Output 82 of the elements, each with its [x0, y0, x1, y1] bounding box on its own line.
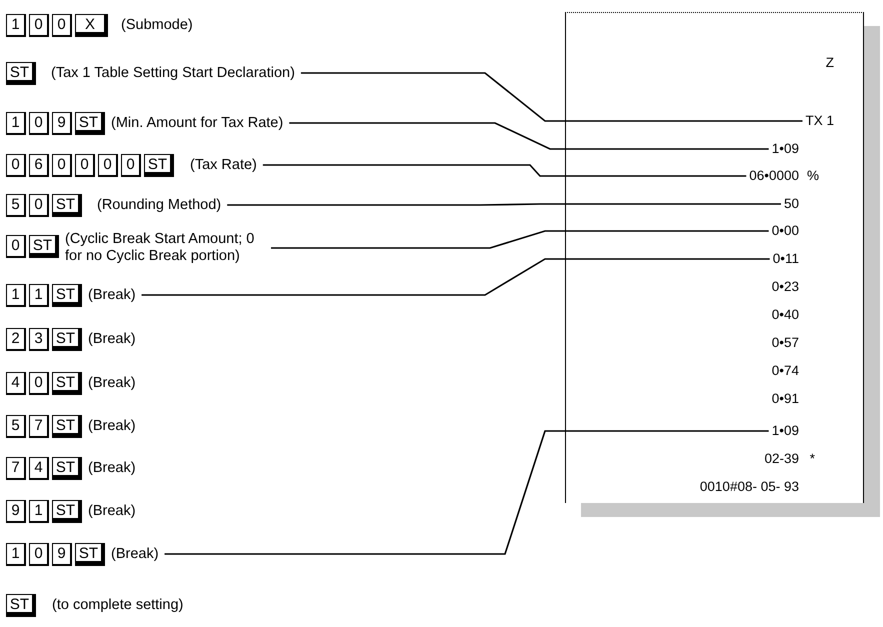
key-cap: 0 [6, 154, 26, 177]
receipt-text: 0010#08- 05- 93 [700, 479, 799, 495]
receipt-value: 0•00 [772, 223, 799, 239]
leader-line [227, 203, 781, 206]
key-cap: 0 [52, 14, 72, 37]
step-description: (Break) [88, 502, 136, 520]
key-cap: 5 [6, 194, 26, 217]
key-cap: ST [52, 500, 82, 523]
key-cap: ST [6, 594, 36, 617]
step-description: (Cyclic Break Start Amount; 0 for no Cyclic Break portion) [65, 231, 265, 265]
key-cap: 0 [98, 154, 118, 177]
key-cap: 7 [6, 457, 26, 480]
key-cap: 0 [29, 194, 49, 217]
receipt-text: % [806, 168, 819, 184]
step-description: (Break) [88, 417, 136, 435]
step-description: (Rounding Method) [97, 196, 222, 214]
key-cap: ST [6, 62, 36, 85]
key-cap: 4 [29, 457, 49, 480]
key-cap: 9 [6, 500, 26, 523]
leader-line [142, 258, 770, 296]
receipt-text: * [810, 451, 815, 467]
step-description: (Break) [88, 330, 136, 348]
receipt-text: 0•40 [772, 307, 799, 323]
key-cap: 0 [75, 154, 95, 177]
leader-line [262, 164, 746, 177]
receipt-value: 1•09 [772, 141, 799, 157]
key-cap: 0 [29, 112, 49, 135]
step-description: (Submode) [121, 16, 193, 34]
key-cap: 6 [29, 154, 49, 177]
step-description: (Break) [88, 459, 136, 477]
step-description: (to complete setting) [52, 596, 184, 614]
key-cap: ST [75, 112, 105, 135]
key-cap: X [75, 14, 108, 37]
receipt-text: 02-39 [764, 451, 799, 467]
key-cap: 0 [29, 14, 49, 37]
key-cap: 7 [29, 415, 49, 438]
receipt-value: 1•09 [772, 423, 799, 439]
leader-line [164, 430, 769, 555]
receipt-value: 06•0000 [749, 168, 799, 184]
key-cap: ST [75, 543, 105, 566]
key-cap: 1 [29, 500, 49, 523]
receipt-text: 0•74 [772, 363, 799, 379]
key-cap: ST [52, 415, 82, 438]
key-cap: 1 [29, 284, 49, 307]
key-cap: ST [52, 194, 82, 217]
receipt-text: 0•23 [772, 279, 799, 295]
key-cap: 9 [52, 112, 72, 135]
key-cap: ST [29, 235, 59, 258]
receipt-value: 0•11 [772, 251, 799, 267]
key-cap: ST [52, 328, 82, 351]
receipt-text: 0•57 [772, 335, 799, 351]
key-cap: ST [52, 457, 82, 480]
step-description: (Break) [111, 545, 159, 563]
step-description: (Break) [88, 286, 136, 304]
key-cap: 1 [6, 543, 26, 566]
receipt-value: 50 [784, 196, 799, 212]
key-cap: 3 [29, 328, 49, 351]
receipt-text: 0•91 [772, 391, 799, 407]
key-cap: ST [52, 372, 82, 395]
key-cap: ST [52, 284, 82, 307]
step-description: (Tax 1 Table Setting Start Declaration) [51, 64, 295, 82]
key-cap: 9 [52, 543, 72, 566]
key-cap: 0 [6, 235, 26, 258]
key-cap: 1 [6, 284, 26, 307]
receipt-text: Z [826, 55, 834, 71]
step-description: (Tax Rate) [190, 156, 257, 174]
leader-line [271, 230, 769, 249]
key-cap: 5 [6, 415, 26, 438]
step-description: (Break) [88, 374, 136, 392]
key-cap: 0 [121, 154, 141, 177]
key-cap: 0 [52, 154, 72, 177]
receipt-value: TX 1 [805, 113, 834, 129]
key-cap: 1 [6, 14, 26, 37]
key-cap: 0 [29, 372, 49, 395]
step-description: (Min. Amount for Tax Rate) [111, 114, 284, 132]
key-cap: 0 [29, 543, 49, 566]
key-cap: 2 [6, 328, 26, 351]
key-cap: 1 [6, 112, 26, 135]
key-cap: ST [144, 154, 174, 177]
leader-line [289, 122, 769, 150]
key-cap: 4 [6, 372, 26, 395]
leader-line [300, 72, 802, 122]
